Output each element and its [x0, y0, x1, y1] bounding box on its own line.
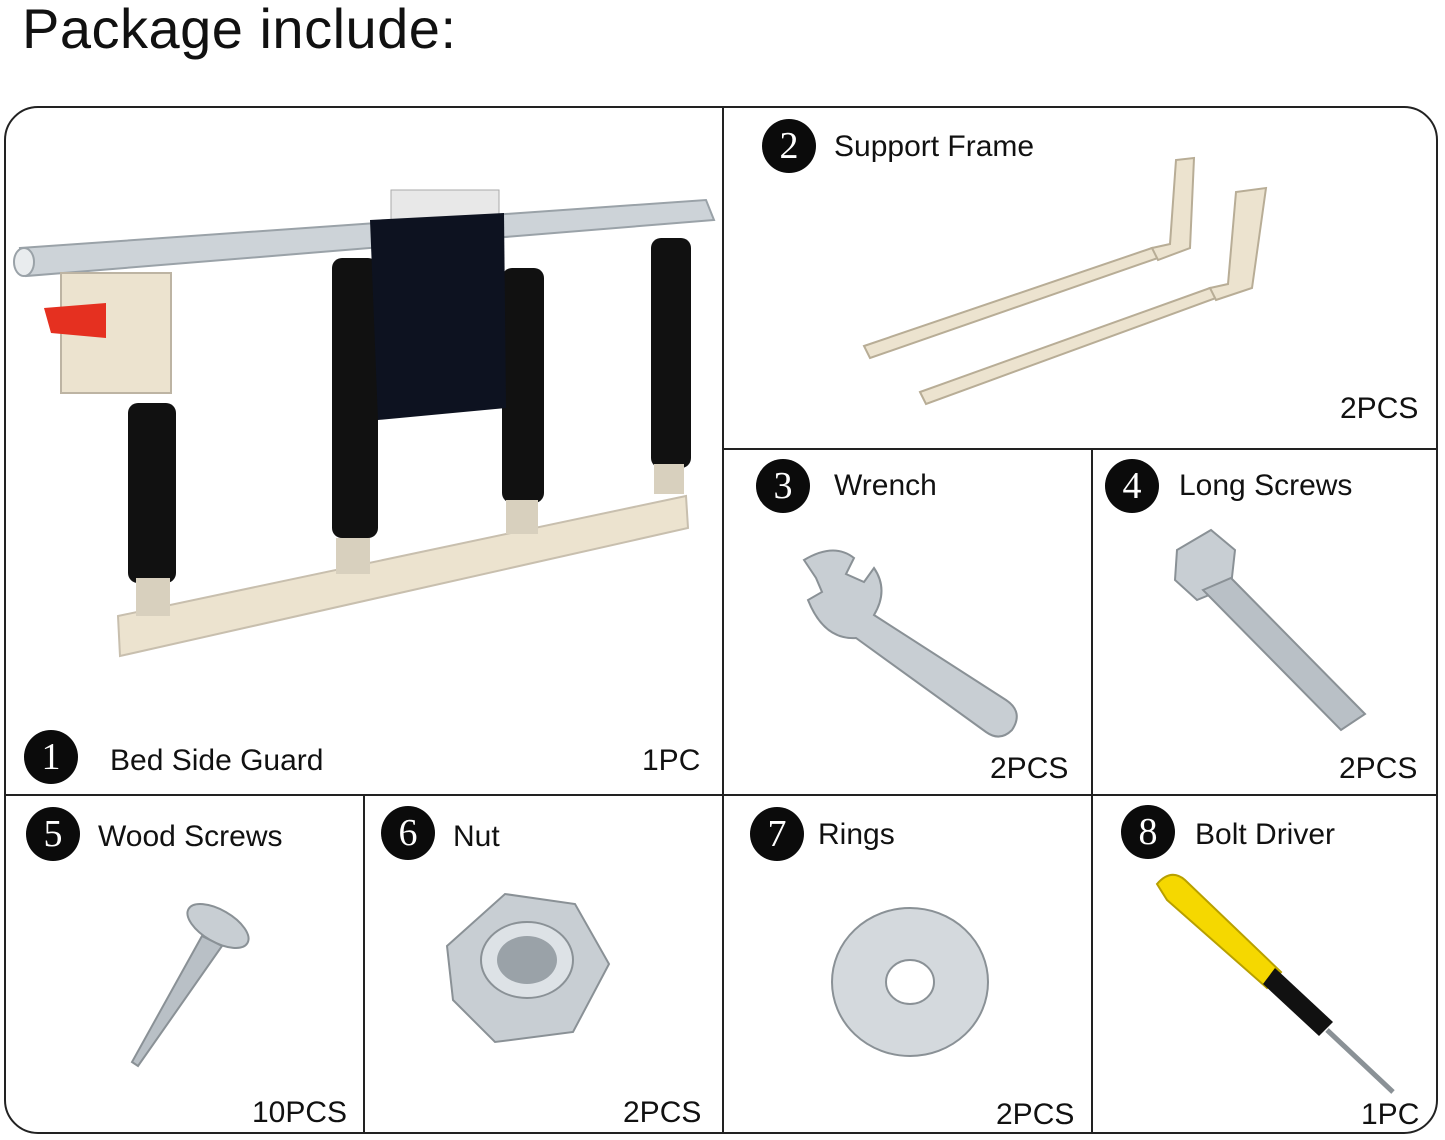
package-contents-grid: 1 Bed Side Guard 1PC 2 Support Frame 2PC… — [4, 106, 1438, 1134]
item-long-screws: 4 Long Screws 2PCS — [1093, 450, 1436, 794]
item-quantity: 2PCS — [996, 1098, 1075, 1131]
item-number-badge: 6 — [381, 806, 435, 860]
bolt-driver-image — [1155, 873, 1395, 1094]
support-frame-image — [862, 156, 1268, 406]
item-support-frame: 2 Support Frame 2PCS — [724, 108, 1436, 448]
item-quantity: 2PCS — [1339, 752, 1418, 785]
item-name: Support Frame — [834, 130, 1035, 163]
grid-divider — [1091, 448, 1093, 1132]
item-name: Bed Side Guard — [110, 744, 324, 777]
item-wrench: 3 Wrench 2PCS — [724, 450, 1091, 794]
item-name: Wood Screws — [98, 820, 283, 853]
grid-divider — [722, 448, 1436, 450]
item-number-badge: 3 — [756, 459, 810, 513]
wood-screw-image — [130, 903, 250, 1068]
nut-image — [445, 892, 611, 1044]
item-quantity: 2PCS — [1340, 392, 1419, 425]
item-nut: 6 Nut 2PCS — [365, 796, 722, 1132]
grid-divider — [722, 108, 724, 1132]
item-number-badge: 5 — [26, 807, 80, 861]
page-title: Package include: — [22, 0, 457, 60]
item-quantity: 1PC — [642, 744, 701, 777]
item-name: Rings — [818, 818, 895, 851]
wrench-image — [802, 549, 1018, 738]
item-number-badge: 1 — [24, 730, 78, 784]
item-name: Long Screws — [1179, 469, 1353, 502]
item-wood-screws: 5 Wood Screws 10PCS — [6, 796, 363, 1132]
bed-side-guard-image — [13, 189, 716, 658]
item-number-badge: 2 — [762, 119, 816, 173]
long-screw-image — [1173, 528, 1367, 732]
item-bed-side-guard: 1 Bed Side Guard 1PC — [6, 108, 722, 794]
item-name: Nut — [453, 820, 500, 853]
item-quantity: 10PCS — [252, 1096, 348, 1129]
item-quantity: 1PC — [1361, 1098, 1420, 1131]
item-name: Wrench — [834, 469, 937, 502]
item-quantity: 2PCS — [990, 752, 1069, 785]
item-number-badge: 4 — [1105, 459, 1159, 513]
item-name: Bolt Driver — [1195, 818, 1336, 851]
item-quantity: 2PCS — [623, 1096, 702, 1129]
item-number-badge: 8 — [1121, 805, 1175, 859]
item-rings: 7 Rings 2PCS — [724, 796, 1091, 1132]
grid-divider — [363, 794, 365, 1132]
grid-divider — [6, 794, 1436, 796]
item-number-badge: 7 — [750, 807, 804, 861]
item-bolt-driver: 8 Bolt Driver 1PC — [1093, 796, 1436, 1132]
ring-washer-image — [831, 907, 989, 1057]
